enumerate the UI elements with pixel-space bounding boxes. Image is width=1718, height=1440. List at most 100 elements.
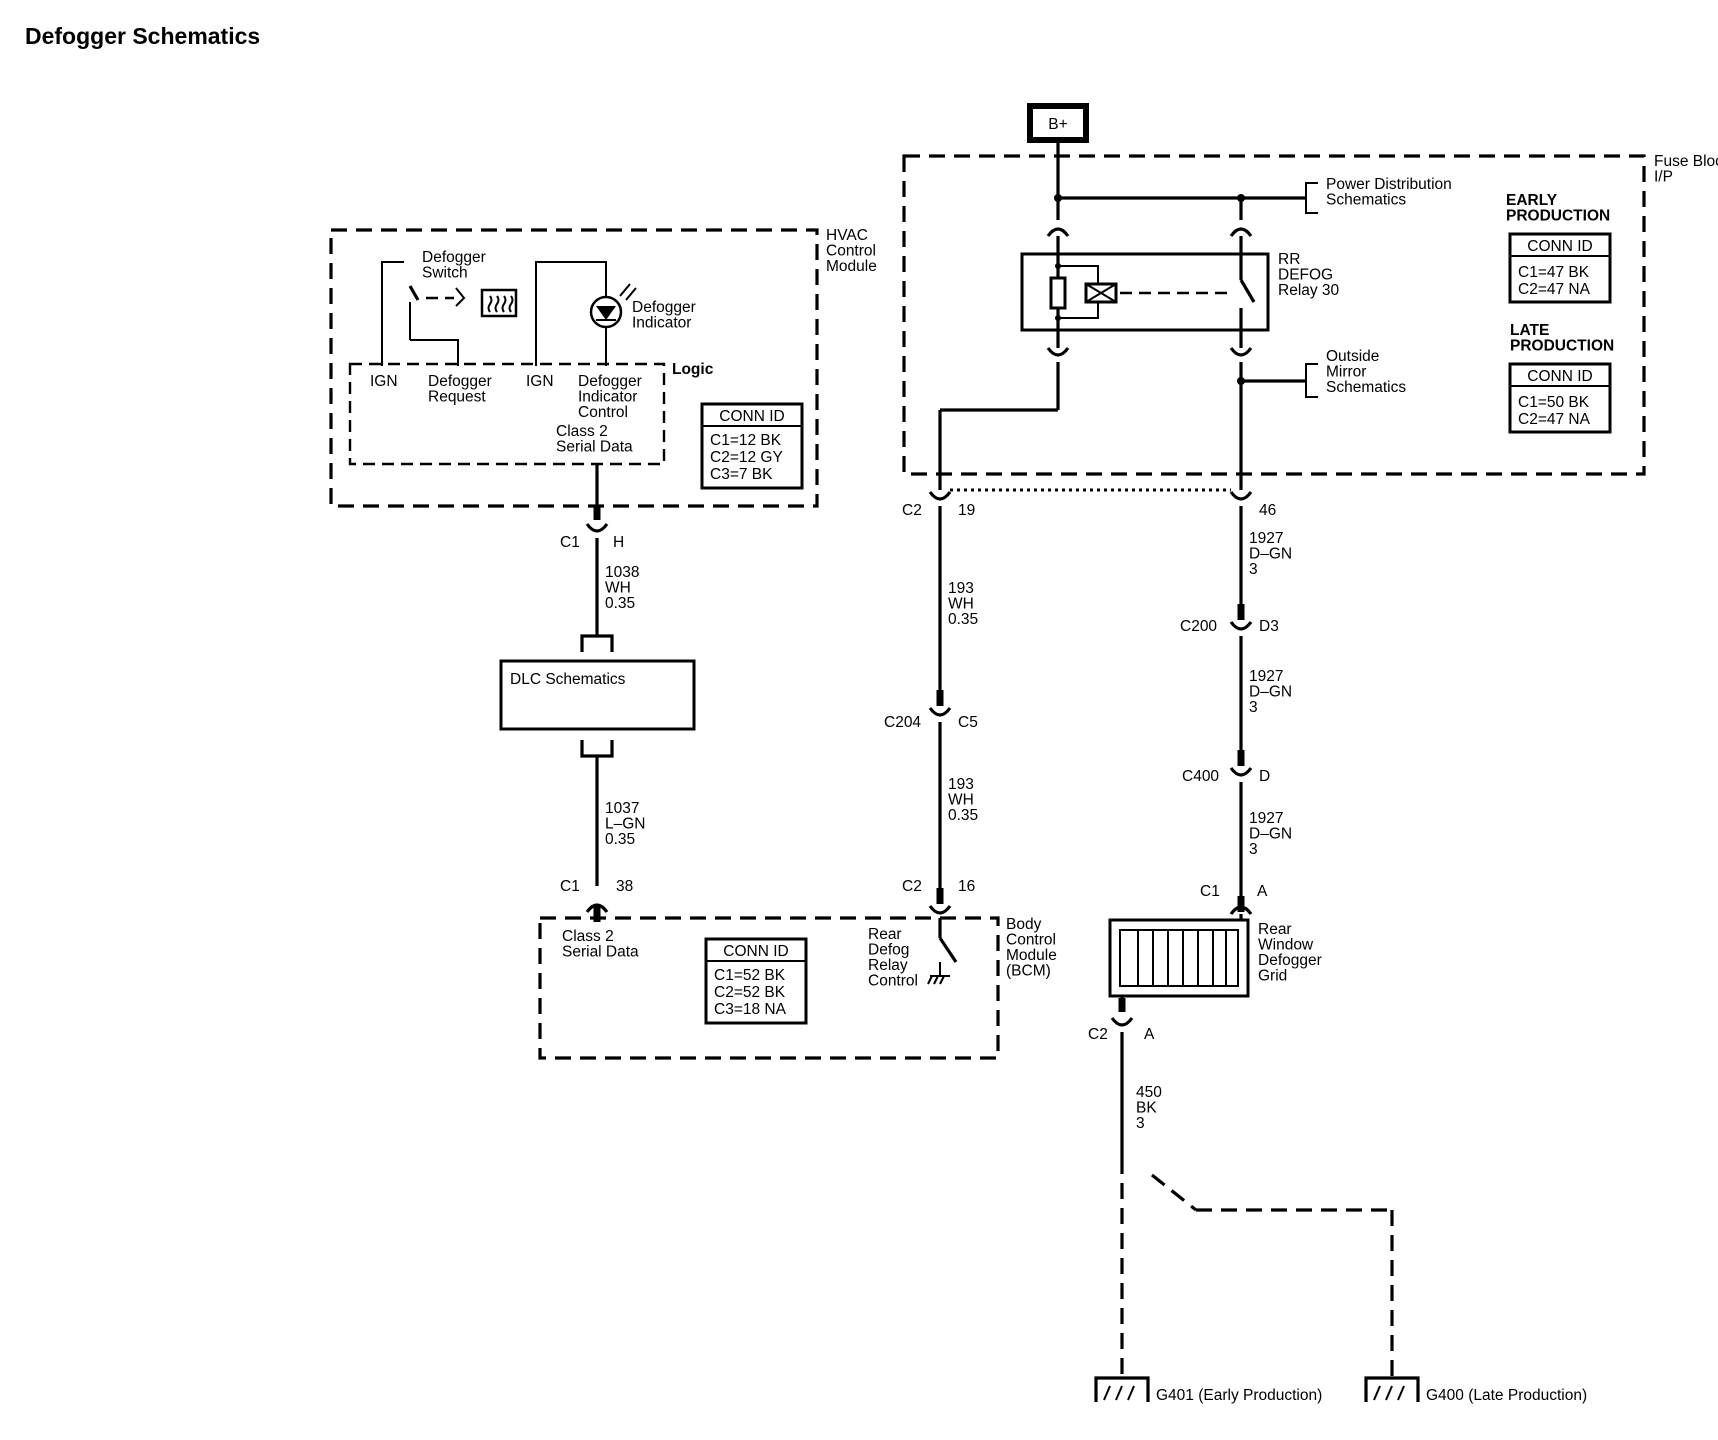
page-title: Defogger Schematics xyxy=(25,23,260,49)
connector-c1-h xyxy=(585,523,609,533)
conn-id-row: C2=52 BK xyxy=(714,984,786,1001)
relay-terminal-connector xyxy=(1229,347,1253,357)
fuse-block-label: Fuse Block –I/P xyxy=(1654,153,1718,186)
battery-positive-label: B+ xyxy=(1048,116,1067,133)
connector-name: C1 xyxy=(1200,883,1220,900)
connector-c400-d xyxy=(1229,767,1253,777)
connector-pin: 38 xyxy=(616,878,633,895)
conn-id-header: CONN ID xyxy=(719,408,784,425)
connector-pin: 16 xyxy=(958,878,975,895)
fuse-block-early-conn-id-table: CONN ID C1=47 BK C2=47 NA xyxy=(1508,232,1612,304)
connector-c2-a xyxy=(1110,1017,1134,1027)
connector-pin: H xyxy=(613,534,624,551)
relay-coil-resistor xyxy=(1049,276,1067,310)
relay-coil xyxy=(1084,282,1118,304)
conn-id-header: CONN ID xyxy=(1527,368,1592,385)
bcm-conn-id-table: CONN ID C1=52 BK C2=52 BK C3=18 NA xyxy=(704,937,808,1025)
connector-pin: D3 xyxy=(1259,618,1279,635)
connector-name: C400 xyxy=(1182,768,1219,785)
connector-c2-19 xyxy=(928,491,952,501)
ground-icon xyxy=(1103,1385,1135,1401)
relay-terminal-connector xyxy=(1046,227,1070,237)
ign-2-label: IGN xyxy=(526,373,554,390)
relay-terminal-connector xyxy=(1046,347,1070,357)
conn-id-row: C2=47 NA xyxy=(1518,281,1591,298)
connector-pin-46 xyxy=(1229,491,1253,501)
connector-c2-16 xyxy=(928,905,952,915)
logic-label: Logic xyxy=(672,361,714,378)
conn-id-header: CONN ID xyxy=(1527,238,1592,255)
connector-name: C200 xyxy=(1180,618,1217,635)
connector-c204-c5 xyxy=(928,707,952,717)
connector-name: C2 xyxy=(1088,1026,1108,1043)
connector-name: C1 xyxy=(560,878,580,895)
conn-id-row: C3=18 NA xyxy=(714,1001,787,1018)
connector-name: C2 xyxy=(902,502,922,519)
ground-g401: G401 (Early Production) xyxy=(1094,1376,1322,1404)
relay-terminal-connector xyxy=(1229,227,1253,237)
connector-pin: D xyxy=(1259,768,1270,785)
dlc-label: DLC Schematics xyxy=(510,671,626,688)
connector-c200-d3 xyxy=(1229,621,1253,631)
conn-id-row: C2=12 GY xyxy=(710,449,783,466)
rear-defrost-icon xyxy=(480,288,518,318)
conn-id-row: C3=7 BK xyxy=(710,466,773,483)
ground-g400: G400 (Late Production) xyxy=(1364,1376,1587,1404)
logic-block xyxy=(348,362,666,466)
connector-pin: 19 xyxy=(958,502,975,519)
connector-pin: 46 xyxy=(1259,502,1276,519)
connector-pin: A xyxy=(1144,1026,1155,1043)
conn-id-row: C1=47 BK xyxy=(1518,264,1590,281)
conn-id-header: CONN ID xyxy=(723,943,788,960)
battery-positive-source: B+ xyxy=(1027,103,1089,143)
conn-id-row: C2=47 NA xyxy=(1518,411,1591,428)
dlc-schematics-box: DLC Schematics xyxy=(499,659,696,731)
fuse-block-late-conn-id-table: CONN ID C1=50 BK C2=47 NA xyxy=(1508,362,1612,434)
connector-pin: C5 xyxy=(958,714,978,731)
connector-name: C1 xyxy=(560,534,580,551)
ground-g400-label: G400 (Late Production) xyxy=(1426,1387,1587,1404)
ground-paths xyxy=(1120,1158,1394,1382)
conn-id-row: C1=52 BK xyxy=(714,967,786,984)
connector-c1-a xyxy=(1229,905,1253,915)
relay-switch-contact xyxy=(1239,279,1256,303)
conn-id-row: C1=50 BK xyxy=(1518,394,1590,411)
connector-name: C2 xyxy=(902,878,922,895)
ground-icon xyxy=(1373,1385,1405,1401)
